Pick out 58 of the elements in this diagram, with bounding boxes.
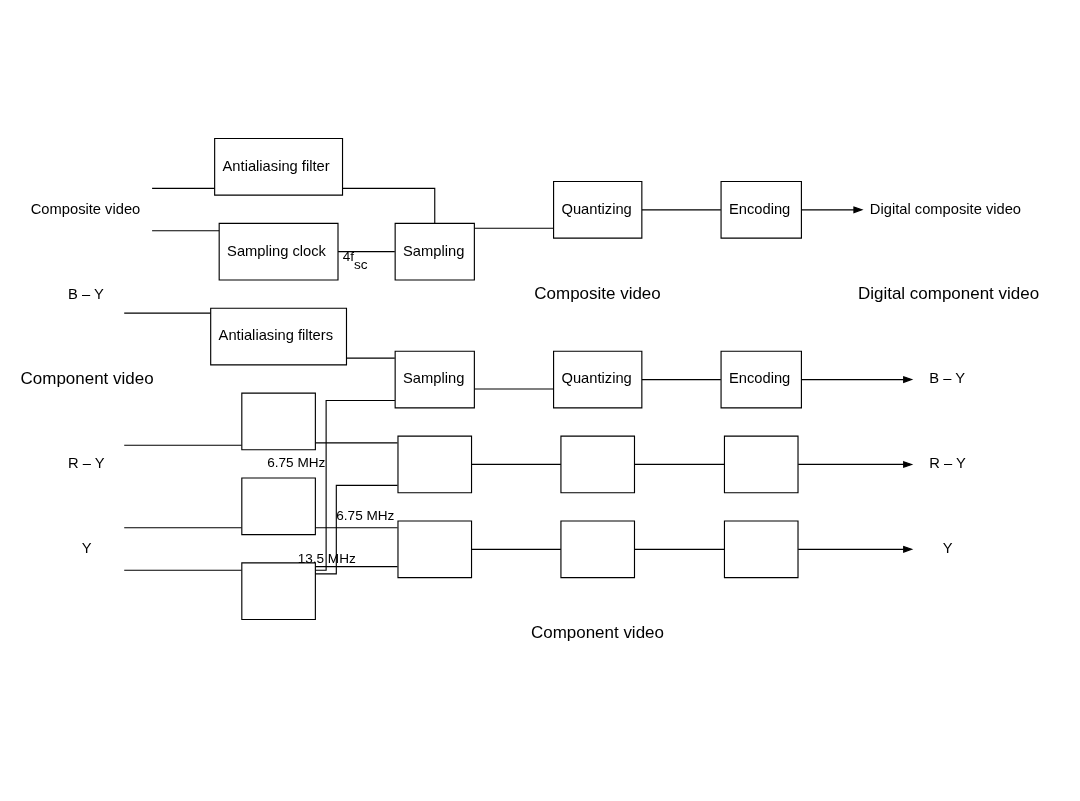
node-text: Composite video — [30, 200, 141, 217]
node-box — [723, 435, 799, 494]
node-box — [560, 435, 636, 494]
node-box — [241, 392, 316, 451]
connector — [634, 463, 725, 465]
node-box — [560, 520, 636, 579]
label: Composite video — [534, 283, 661, 303]
node-box: Quantizing — [553, 180, 643, 239]
connector — [315, 566, 399, 568]
node-box — [397, 520, 473, 579]
connector — [346, 357, 396, 359]
node-box — [723, 520, 799, 579]
node-text: R – Y — [68, 455, 105, 472]
arrow — [800, 376, 914, 384]
label: Component video — [20, 368, 154, 388]
connector — [151, 230, 220, 232]
node-text: B – Y — [68, 285, 104, 302]
edge-label: 6.75 MHz — [267, 455, 326, 471]
node-box: Encoding — [720, 180, 802, 239]
node-text: R – Y — [929, 455, 966, 472]
label: Digital component video — [857, 283, 1040, 303]
node-box — [397, 435, 473, 494]
connector — [315, 527, 399, 529]
connector — [315, 399, 396, 571]
label: Component video — [530, 623, 664, 643]
arrow — [800, 206, 864, 214]
edge-label: 6.75 MHz — [336, 508, 395, 524]
connector — [123, 569, 243, 571]
node-text: Y — [81, 540, 92, 557]
connector — [337, 251, 396, 253]
connector — [123, 312, 212, 314]
node-box — [241, 477, 316, 536]
node-box: Sampling clock — [218, 222, 339, 281]
connector — [471, 548, 562, 550]
node-box: Antialiasing filters — [210, 307, 348, 366]
connector — [151, 187, 216, 189]
connector — [471, 463, 562, 465]
node-text: Digital composite video — [869, 200, 1022, 217]
connector — [123, 444, 243, 446]
node-box: Encoding — [720, 350, 802, 409]
connector — [641, 379, 722, 381]
connector — [315, 442, 399, 444]
connector — [634, 548, 725, 550]
node-box: Sampling — [394, 222, 475, 281]
node-box: Sampling — [394, 350, 475, 409]
node-box — [241, 562, 316, 621]
arrow — [797, 460, 914, 468]
connector — [123, 527, 243, 529]
connector — [342, 187, 436, 224]
connector — [641, 209, 722, 211]
node-text: Y — [942, 540, 953, 557]
connector — [474, 227, 554, 229]
connector — [314, 484, 399, 575]
node-box: Quantizing — [553, 350, 643, 409]
node-text: B – Y — [929, 370, 965, 387]
node-box: Antialiasing filter — [214, 137, 344, 196]
arrow — [797, 545, 914, 553]
connector — [474, 388, 554, 390]
